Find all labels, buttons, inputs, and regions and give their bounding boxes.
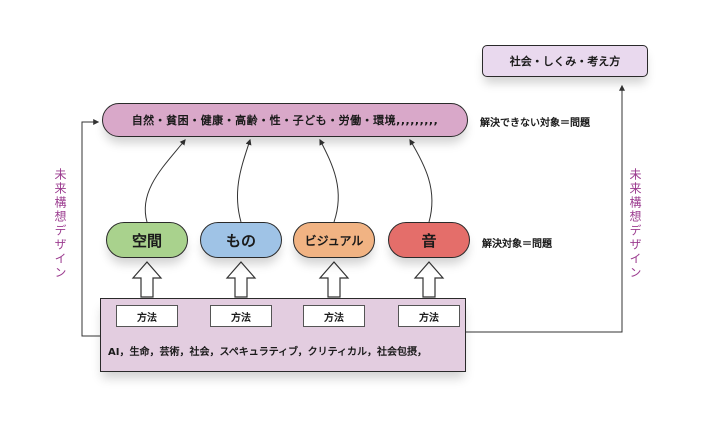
side-label-right: 未来構想デザイン — [628, 168, 642, 280]
method-label-4: 方法 — [419, 312, 439, 324]
curve-things — [236, 138, 252, 223]
method-box-2: 方法 — [210, 305, 272, 327]
keywords-text: AI，生命，芸術，社会，スペキュラティブ，クリティカル，社会包摂， — [108, 347, 428, 358]
problems-caption: 解決できない対象＝問題 — [480, 118, 590, 129]
hollow-up-arrow-3 — [318, 261, 350, 298]
society-box-label: 社会・しくみ・考え方 — [509, 55, 621, 68]
right-loop-line — [466, 84, 625, 333]
hollow-up-arrow-2 — [225, 261, 257, 298]
problems-bar: 自然・貧困・健康・高齢・性・子ども・労働・環境,,,,,,,,, — [102, 103, 468, 137]
curve-visual — [319, 138, 339, 223]
society-box: 社会・しくみ・考え方 — [482, 45, 648, 77]
target-visual: ビジュアル — [293, 222, 375, 258]
method-label-2: 方法 — [231, 312, 251, 324]
curve-sound — [409, 138, 433, 223]
method-box-1: 方法 — [116, 305, 178, 327]
target-visual-label: ビジュアル — [304, 233, 364, 248]
left-loop-line — [81, 119, 100, 337]
curve-space — [144, 139, 186, 223]
problems-bar-label: 自然・貧困・健康・高齢・性・子ども・労働・環境,,,,,,,,, — [131, 114, 439, 127]
method-box-4: 方法 — [398, 305, 460, 327]
hollow-up-arrow-4 — [413, 261, 445, 298]
target-space-label: 空間 — [131, 231, 162, 250]
method-label-3: 方法 — [324, 312, 344, 324]
method-box-3: 方法 — [303, 305, 365, 327]
target-space: 空間 — [106, 222, 188, 258]
target-things: もの — [200, 222, 282, 258]
target-things-label: もの — [225, 231, 256, 250]
targets-caption: 解決対象＝問題 — [482, 239, 552, 250]
hollow-up-arrow-1 — [131, 261, 163, 298]
side-label-left: 未来構想デザイン — [53, 168, 67, 280]
target-sound: 音 — [388, 222, 470, 258]
target-sound-label: 音 — [421, 231, 437, 250]
method-label-1: 方法 — [137, 312, 157, 324]
